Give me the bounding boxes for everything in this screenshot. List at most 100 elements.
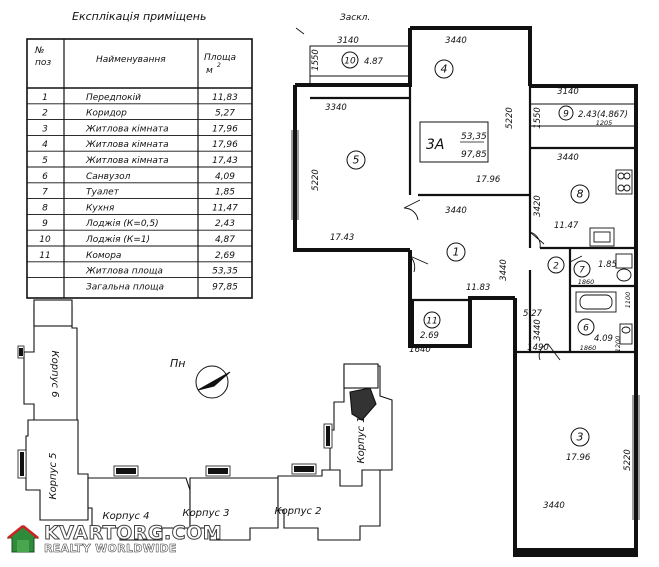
watermark-tagline: REALTY WORLDWIDE xyxy=(44,542,177,555)
room-number-4: 4 xyxy=(441,63,448,76)
room-area-1: 11.83 xyxy=(466,283,490,293)
header-area-2: м xyxy=(206,66,213,76)
table-row-name: Коридор xyxy=(86,109,127,119)
table-row-pos: 1 xyxy=(42,93,48,103)
table-row-pos: 9 xyxy=(42,219,48,229)
room-number-3: 3 xyxy=(577,431,584,444)
room-area-8: 11.47 xyxy=(554,221,579,231)
room-number-5: 5 xyxy=(353,154,360,167)
dimension-label: 3140 xyxy=(557,87,579,97)
room-area-4: 17.96 xyxy=(476,175,501,185)
glazing-label: Заскл. xyxy=(340,13,370,23)
table-row-name: Лоджія (К=0,5) xyxy=(85,219,159,229)
building-label-k6: Корпус 6 xyxy=(49,350,60,397)
room-number-6: 6 xyxy=(583,324,589,334)
room-marker-1 xyxy=(446,242,466,262)
table-row-area: 2,69 xyxy=(215,251,235,261)
table-row-area: 1,85 xyxy=(215,188,235,198)
dimension-label: 1100 xyxy=(624,292,632,309)
apartment-floor-plan: Заскл. 3А 53,35 97,85 111.8325.27317.964… xyxy=(291,13,640,557)
table-row-name: Комора xyxy=(86,251,121,261)
north-label: Пн xyxy=(170,357,185,370)
dimension-label: 1640 xyxy=(409,345,431,355)
dimension-label: 3440 xyxy=(543,501,565,511)
table-row-name: Передпокій xyxy=(86,93,141,103)
dimension-label: 5220 xyxy=(505,107,515,129)
building-label-k5: Корпус 5 xyxy=(48,452,59,499)
table-row-area: 17,43 xyxy=(212,156,238,166)
north-arrow-icon xyxy=(195,365,231,399)
room-marker-11 xyxy=(423,311,441,329)
dimension-label: 3440 xyxy=(557,153,579,163)
header-area-sup: 2 xyxy=(217,62,221,69)
header-area-1: Площа xyxy=(204,53,236,63)
dimension-label: 5220 xyxy=(311,169,321,191)
room-marker-6 xyxy=(577,318,595,336)
room-marker-5 xyxy=(346,150,366,170)
room-marker-10 xyxy=(341,51,359,69)
dimension-label: 1200 xyxy=(614,336,622,353)
room-area-2: 5.27 xyxy=(523,309,543,319)
table-row-pos: 2 xyxy=(42,109,48,119)
room-area-3: 17.96 xyxy=(566,453,591,463)
dimension-label: 1860 xyxy=(580,344,597,352)
building-k2 xyxy=(277,469,381,541)
room-area-6: 4.09 xyxy=(594,334,613,344)
table-row-pos: 5 xyxy=(42,156,48,166)
dimension-label: 1550 xyxy=(311,49,321,71)
dimension-label: 3340 xyxy=(325,103,347,113)
table-row-area: 11,83 xyxy=(212,93,238,103)
table-row-area: 4,09 xyxy=(215,172,235,182)
table-total-area: 97,85 xyxy=(212,282,238,292)
table-row-pos: 6 xyxy=(42,172,48,182)
room-area-10: 4.87 xyxy=(364,57,384,67)
dimension-label: 3440 xyxy=(533,319,543,341)
room-number-8: 8 xyxy=(577,188,584,201)
table-row-name: Житлова кімната xyxy=(85,156,169,166)
dimension-label: 1860 xyxy=(578,278,595,286)
table-row-name: Туалет xyxy=(86,188,120,198)
dimension-label: 3440 xyxy=(499,259,509,281)
dimension-label: 1550 xyxy=(533,107,543,129)
dimension-label: 3140 xyxy=(337,36,359,46)
table-row-name: Житлова кімната xyxy=(85,140,169,150)
table-row-area: 4,87 xyxy=(215,235,235,245)
building-label-k2: Корпус 2 xyxy=(274,506,321,517)
room-area-9: 2.43(4.867) xyxy=(578,110,628,120)
room-marker-2 xyxy=(547,256,565,274)
dimension-label: 1205 xyxy=(596,119,613,127)
house-logo-icon xyxy=(6,525,40,553)
room-number-9: 9 xyxy=(563,110,569,120)
room-marker-3 xyxy=(570,427,590,447)
table-row-area: 17,96 xyxy=(212,140,238,150)
room-marker-4 xyxy=(434,59,454,79)
explication-table: Експлікація приміщень № поз Найменування… xyxy=(26,10,253,299)
dimension-label: 1490 xyxy=(527,343,549,353)
room-area-11: 2.69 xyxy=(420,331,439,341)
table-row-name: Лоджія (К=1) xyxy=(85,235,150,245)
table-row-name: Житлова кімната xyxy=(85,124,169,134)
table-total-name: Загальна площа xyxy=(86,282,164,292)
apartment-living: 53,35 xyxy=(461,132,487,142)
apartment-type: 3А xyxy=(426,137,444,153)
table-row-area: 5,27 xyxy=(215,109,235,119)
apartment-total: 97,85 xyxy=(461,150,487,160)
room-number-11: 11 xyxy=(426,317,437,327)
room-marker-8 xyxy=(570,184,590,204)
watermark: KVARTORG.COM REALTY WORLDWIDE xyxy=(6,523,222,555)
table-row-pos: 8 xyxy=(42,203,48,213)
room-number-7: 7 xyxy=(579,266,585,276)
room-number-10: 10 xyxy=(344,57,356,67)
apartment-badge: 3А 53,35 97,85 xyxy=(419,121,489,163)
dimension-label: 3440 xyxy=(445,36,467,46)
room-marker-7 xyxy=(573,260,591,278)
building-label-k3: Корпус 3 xyxy=(182,508,229,519)
room-area-5: 17.43 xyxy=(330,233,354,243)
table-row-pos: 3 xyxy=(42,124,48,134)
table-total-name: Житлова площа xyxy=(85,267,163,277)
table-row-area: 17,96 xyxy=(212,124,238,134)
explication-title: Експлікація приміщень xyxy=(72,10,206,23)
header-pos-2: поз xyxy=(35,58,51,68)
room-marker-9 xyxy=(558,105,574,121)
